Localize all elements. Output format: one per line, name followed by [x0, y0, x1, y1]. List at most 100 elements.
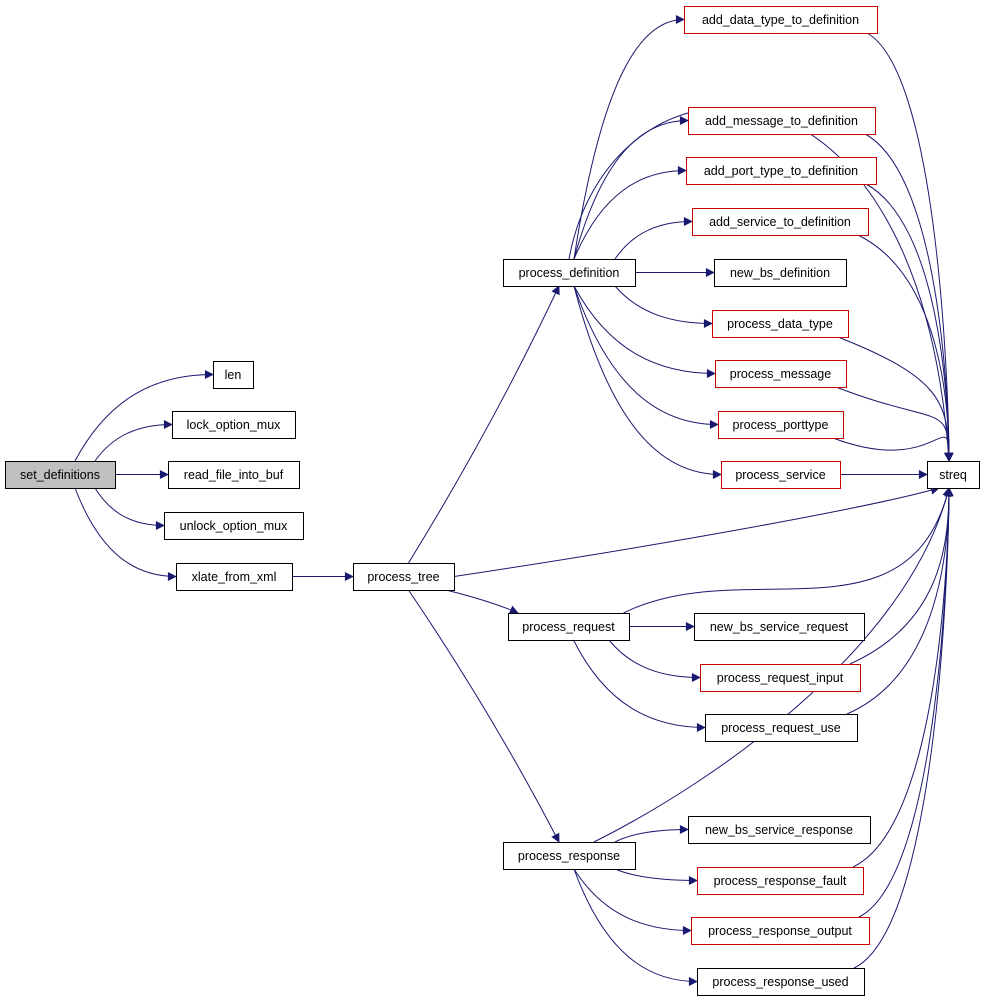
node-label: xlate_from_xml	[192, 570, 277, 584]
node-box	[353, 563, 455, 591]
node-box	[718, 411, 844, 439]
node-process_response_output[interactable]: process_response_output	[691, 917, 870, 945]
node-label: len	[225, 368, 242, 382]
node-box	[684, 6, 878, 34]
node-process_request[interactable]: process_request	[508, 613, 630, 641]
edge-process_definition-to-process_message	[573, 285, 716, 378]
edge-process_definition-to-add_port_type_to_definition	[573, 166, 687, 260]
node-box	[168, 461, 300, 489]
node-label: process_response_fault	[714, 874, 847, 888]
node-add_data_type_to_definition[interactable]: add_data_type_to_definition	[684, 6, 878, 34]
node-new_bs_service_request[interactable]: new_bs_service_request	[694, 613, 865, 641]
node-process_request_use[interactable]: process_request_use	[705, 714, 858, 742]
edge-process_response-to-streq	[593, 487, 952, 843]
node-box	[164, 512, 304, 540]
node-process_request_input[interactable]: process_request_input	[700, 664, 861, 692]
node-process_data_type[interactable]: process_data_type	[712, 310, 849, 338]
edge-process_tree-to-process_request	[445, 589, 519, 614]
node-box	[715, 360, 847, 388]
node-process_porttype[interactable]: process_porttype	[718, 411, 844, 439]
node-box	[503, 842, 636, 870]
node-process_response_used[interactable]: process_response_used	[697, 968, 865, 996]
node-label: set_definitions	[20, 468, 100, 482]
node-label: read_file_into_buf	[184, 468, 284, 482]
edge-process_tree-to-process_definition	[408, 285, 560, 564]
node-read_file_into_buf[interactable]: read_file_into_buf	[168, 461, 300, 489]
node-streq[interactable]: streq	[927, 461, 980, 489]
node-box	[686, 157, 877, 185]
edge-process_tree-to-streq	[453, 485, 940, 577]
node-box	[508, 613, 630, 641]
node-add_service_to_definition[interactable]: add_service_to_definition	[692, 208, 869, 236]
node-add_port_type_to_definition[interactable]: add_port_type_to_definition	[686, 157, 877, 185]
node-process_service[interactable]: process_service	[721, 461, 841, 489]
edge-process_definition-to-process_data_type	[614, 285, 713, 328]
node-box	[688, 107, 876, 135]
edge-process_response_fault-to-streq	[852, 487, 954, 868]
node-unlock_option_mux[interactable]: unlock_option_mux	[164, 512, 304, 540]
edge-process_request-to-process_request_use	[573, 639, 706, 732]
edge-add_data_type_to_definition-to-streq	[866, 32, 954, 462]
node-label: process_tree	[367, 570, 439, 584]
node-label: process_request_use	[721, 721, 841, 735]
node-new_bs_service_response[interactable]: new_bs_service_response	[688, 816, 871, 844]
node-box	[697, 867, 864, 895]
node-set_definitions: set_definitions	[5, 461, 116, 489]
edge-process_response-to-new_bs_service_response	[614, 825, 689, 843]
node-label: process_response_output	[708, 924, 852, 938]
edge-set_definitions-to-lock_option_mux	[94, 420, 173, 462]
node-label: add_port_type_to_definition	[704, 164, 858, 178]
edge-process_tree-to-process_response	[408, 589, 560, 843]
node-label: process_data_type	[727, 317, 833, 331]
edge-set_definitions-to-xlate_from_xml	[74, 487, 177, 581]
edge-process_request-to-process_request_input	[608, 639, 701, 682]
edge-process_data_type-to-streq	[837, 336, 954, 462]
node-box	[712, 310, 849, 338]
node-label: add_data_type_to_definition	[702, 13, 859, 27]
node-process_message[interactable]: process_message	[715, 360, 847, 388]
node-lock_option_mux[interactable]: lock_option_mux	[172, 411, 296, 439]
node-label: new_bs_definition	[730, 266, 830, 280]
edge-process_definition-to-add_message_to_definition	[573, 116, 689, 260]
edge-process_response-to-process_response_fault	[614, 868, 698, 885]
node-process_response_fault[interactable]: process_response_fault	[697, 867, 864, 895]
node-process_definition[interactable]: process_definition	[503, 259, 636, 287]
edge-process_definition-to-process_porttype	[573, 285, 719, 429]
node-box	[721, 461, 841, 489]
node-box	[700, 664, 861, 692]
node-box	[694, 613, 865, 641]
node-box	[691, 917, 870, 945]
node-xlate_from_xml[interactable]: xlate_from_xml	[176, 563, 293, 591]
node-label: process_definition	[519, 266, 620, 280]
edge-add_message_to_definition-to-streq	[864, 133, 954, 462]
node-label: process_request_input	[717, 671, 844, 685]
node-label: process_request	[522, 620, 615, 634]
edge-process_response-to-process_response_output	[573, 868, 692, 935]
node-box	[213, 361, 254, 389]
node-process_response[interactable]: process_response	[503, 842, 636, 870]
node-box	[176, 563, 293, 591]
node-label: streq	[939, 468, 967, 482]
node-label: process_response_used	[712, 975, 848, 989]
node-new_bs_definition[interactable]: new_bs_definition	[714, 259, 847, 287]
node-box	[5, 461, 116, 489]
node-box	[714, 259, 847, 287]
node-label: process_message	[730, 367, 831, 381]
node-len[interactable]: len	[213, 361, 254, 389]
node-label: new_bs_service_response	[705, 823, 853, 837]
node-label: process_porttype	[733, 418, 829, 432]
node-box	[705, 714, 858, 742]
node-box	[688, 816, 871, 844]
edge-set_definitions-to-len	[74, 370, 214, 462]
node-label: lock_option_mux	[187, 418, 282, 432]
node-process_tree[interactable]: process_tree	[353, 563, 455, 591]
node-label: add_message_to_definition	[705, 114, 858, 128]
node-box	[697, 968, 865, 996]
edge-process_response_used-to-streq	[853, 487, 954, 969]
node-label: new_bs_service_request	[710, 620, 849, 634]
edge-add_service_to_definition-to-streq	[857, 234, 954, 462]
node-label: add_service_to_definition	[709, 215, 851, 229]
node-add_message_to_definition[interactable]: add_message_to_definition	[688, 107, 876, 135]
nodes-layer: set_definitions len lock_option_mux read_fi…	[5, 6, 980, 996]
